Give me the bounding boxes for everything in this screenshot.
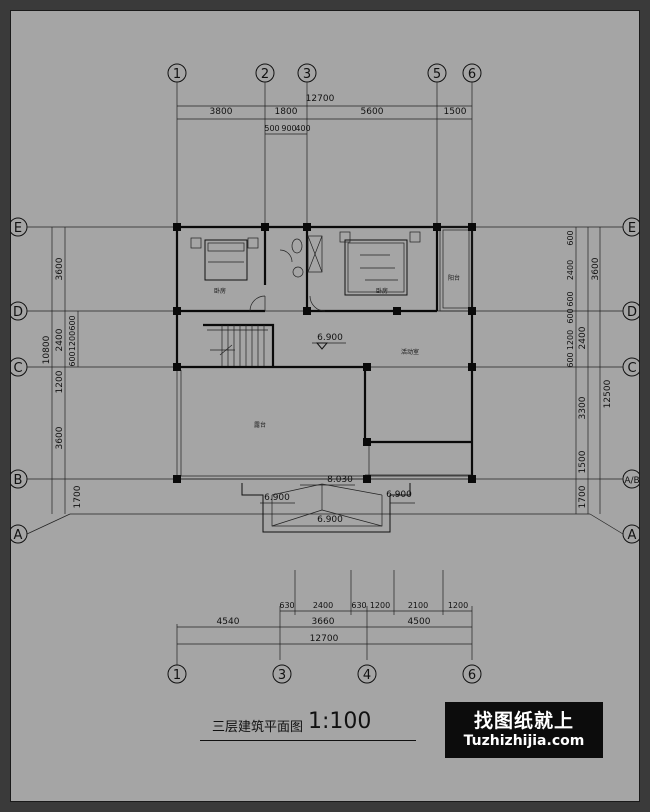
walls (175, 225, 474, 480)
dim-top-span-2: 1800 (275, 107, 298, 117)
top-axis-bubbles: 1 2 3 5 6 (167, 63, 482, 83)
room-label-bedroom-left: 卧房 (214, 287, 226, 295)
axis-label-top-3: 3 (303, 67, 311, 82)
axis-label-left-D: D (13, 305, 23, 320)
axis-label-right-A: A (628, 528, 637, 543)
axis-label-bottom-3: 3 (278, 668, 286, 683)
caption-underline (200, 740, 416, 741)
dim-left-inner-1: 600 (68, 315, 77, 330)
dim-bottom-span-3: 4500 (408, 617, 431, 627)
dim-bottom-detail-1: 630 (279, 601, 294, 610)
axis-label-top-2: 2 (261, 67, 269, 82)
drawing-frame (10, 10, 640, 802)
dim-bottom-detail-6: 1200 (448, 601, 468, 610)
dim-left-mid-1: 2400 (55, 328, 65, 351)
bed-left-icon (190, 237, 259, 281)
dim-top-span-1: 3800 (210, 107, 233, 117)
axis-label-right-D: D (627, 305, 637, 320)
axis-label-right-C: C (627, 361, 636, 376)
bottom-dimension-lines (176, 570, 473, 660)
level-ridge: 8.030 (327, 475, 353, 485)
bottom-axis-bubbles: 1 3 4 6 (167, 660, 482, 684)
dim-left-inner-2: 1200 (68, 331, 77, 351)
dim-right-inner-6: 600 (566, 352, 575, 367)
level-hall: 6.900 (317, 333, 343, 343)
axis-label-right-AB: A/B (624, 476, 639, 486)
drawing-caption: 三层建筑平面图 1:100 (200, 708, 420, 744)
horizontal-axis-lines (26, 226, 624, 535)
structural-columns (173, 223, 476, 483)
dim-bottom-detail-3: 630 (351, 601, 366, 610)
dim-right-mid-3: 1500 (578, 450, 588, 473)
level-porch-left: 6.900 (264, 493, 290, 503)
dim-left-mid-3: 3600 (55, 426, 65, 449)
drawing-scale: 1:100 (308, 709, 372, 734)
axis-label-left-C: C (13, 361, 22, 376)
dim-right-inner-4: 600 (566, 308, 575, 323)
axis-label-top-5: 5 (433, 67, 441, 82)
right-axis-bubbles: E D C A/B A (622, 217, 640, 544)
dim-left-mid-2: 1200 (55, 370, 65, 393)
dim-right-outer-2: 12500 (603, 379, 613, 408)
level-mark-hall: 6.900 (312, 333, 346, 350)
bathroom-fixtures-icon (291, 235, 323, 278)
axis-label-right-E: E (628, 221, 636, 236)
dim-top-detail-3: 400 (295, 124, 310, 133)
left-dimension-lines (51, 227, 79, 514)
axis-label-top-6: 6 (468, 67, 476, 82)
dim-bottom-detail-5: 2100 (408, 601, 428, 610)
dim-left-inner-3: 600 (68, 351, 77, 366)
watermark-cn: 找图纸就上 (473, 710, 574, 732)
drawing-title: 三层建筑平面图 (212, 720, 304, 735)
dim-top-span-3: 5600 (361, 107, 384, 117)
dim-right-inner-5: 1200 (566, 330, 575, 350)
axis-label-left-E: E (14, 221, 22, 236)
dim-right-outer-1: 3600 (591, 257, 601, 280)
dim-right-inner-3: 600 (566, 291, 575, 306)
top-axis-lines (176, 82, 473, 225)
axis-label-bottom-1: 1 (173, 668, 181, 683)
dim-right-mid-2: 3300 (578, 396, 588, 419)
dim-bottom-span-2: 3660 (312, 617, 335, 627)
dim-bottom-total: 12700 (310, 634, 339, 644)
axis-label-bottom-6: 6 (468, 668, 476, 683)
right-dimension-lines (575, 227, 601, 514)
level-porch-right: 6.900 (386, 490, 412, 500)
room-label-balcony: 阳台 (448, 274, 460, 282)
room-label-terrace: 露台 (254, 421, 266, 429)
dim-left-outer-1: 3600 (55, 257, 65, 280)
porch-roof (241, 483, 415, 533)
axis-label-bottom-4: 4 (363, 668, 371, 683)
watermark-en: Tuzhizhijia.com (463, 733, 585, 749)
dim-left-outer-3: 1700 (73, 485, 83, 508)
stair-treads (210, 325, 265, 367)
dim-bottom-span-1: 4540 (217, 617, 240, 627)
axis-label-left-A: A (14, 528, 23, 543)
bed-right-icon (339, 231, 421, 296)
dim-right-inner-1: 600 (566, 230, 575, 245)
dim-top-total: 12700 (306, 94, 335, 104)
dim-right-outer-3: 1700 (578, 485, 588, 508)
dim-bottom-detail-2: 2400 (313, 601, 333, 610)
floor-plan: 1 2 3 5 6 12700 3800 1800 5600 1500 500 … (10, 63, 640, 684)
left-axis-bubbles: E D C B A (10, 217, 28, 544)
dim-top-detail-2: 900 (281, 124, 296, 133)
dim-right-inner-2: 2400 (566, 260, 575, 280)
dim-top-detail-1: 500 (264, 124, 279, 133)
door-swings (249, 249, 326, 312)
room-label-activity: 活动室 (401, 348, 419, 356)
axis-label-left-B: B (14, 473, 23, 488)
watermark-logo: 找图纸就上 Tuzhizhijia.com (445, 702, 603, 758)
dim-left-outer-2: 10800 (42, 335, 52, 364)
level-porch-center: 6.900 (317, 515, 343, 525)
axis-label-top-1: 1 (173, 67, 181, 82)
dim-top-span-4: 1500 (444, 107, 467, 117)
room-label-bedroom-right: 卧房 (376, 287, 388, 295)
dim-right-mid-1: 2400 (578, 326, 588, 349)
dim-bottom-detail-4: 1200 (370, 601, 390, 610)
